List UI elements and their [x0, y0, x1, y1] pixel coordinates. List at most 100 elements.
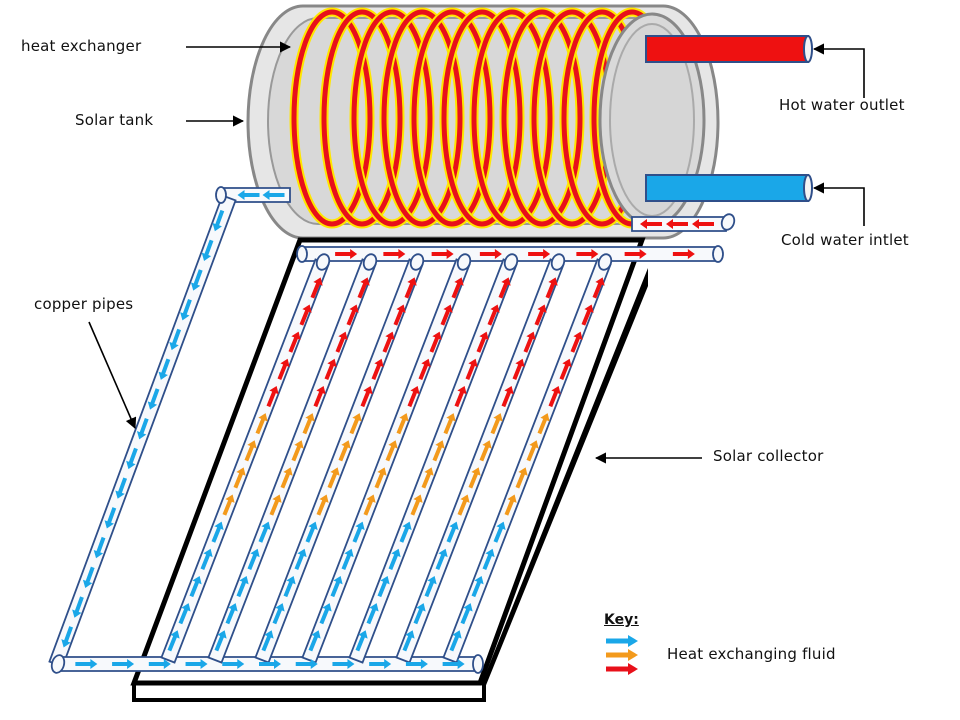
flow-arrow: [82, 566, 95, 589]
flow-arrow: [476, 331, 489, 353]
flow-arrow: [237, 190, 260, 200]
flow-arrow: [360, 385, 373, 408]
flow-arrow: [332, 659, 355, 669]
flow-arrow: [352, 521, 365, 543]
flow-arrow: [501, 385, 514, 408]
flow-arrow: [418, 358, 431, 380]
flow-arrow: [180, 299, 192, 321]
flow-arrow: [515, 467, 528, 489]
coil-loop: [291, 9, 373, 227]
riser-pipe-top-end: [550, 253, 566, 271]
flow-arrow: [349, 413, 362, 435]
flow-arrow: [212, 209, 225, 232]
flow-arrow: [382, 331, 395, 353]
return-pipe-top-end: [215, 186, 227, 204]
flow-arrow: [272, 603, 285, 625]
flow-arrow: [185, 659, 208, 669]
flow-arrow: [666, 219, 688, 229]
flow-arrow: [388, 548, 401, 570]
flow-arrow: [302, 413, 315, 435]
top-manifold-left-end: [296, 245, 308, 263]
flow-arrow: [545, 277, 558, 299]
flow-arrow: [211, 521, 224, 543]
flow-arrow: [136, 417, 149, 440]
flow-arrow: [259, 659, 281, 669]
flow-arrow: [61, 626, 74, 648]
flow-arrow: [201, 239, 214, 261]
flow-arrow: [330, 575, 343, 598]
flow-arrow: [559, 358, 572, 380]
flow-arrow: [457, 494, 470, 516]
flow-arrow: [214, 630, 227, 652]
flow-arrow: [255, 413, 268, 435]
flow-arrow: [692, 219, 714, 229]
flow-arrow: [424, 575, 437, 598]
solar-tank-label: Solar tank: [75, 111, 154, 129]
flow-arrow: [308, 630, 321, 652]
flow-arrow: [233, 467, 246, 489]
flow-arrow: [291, 440, 304, 462]
flow-arrow: [443, 413, 456, 435]
flow-arrow: [468, 467, 481, 489]
tank-end-cap-inner: [609, 23, 695, 217]
key-arrows: [606, 635, 638, 675]
flow-arrow: [432, 440, 445, 462]
riser-pipe-top-end: [456, 253, 472, 271]
flow-arrow: [147, 388, 160, 410]
cold-water-inlet-pointer: [812, 182, 865, 226]
flow-arrow: [355, 630, 368, 652]
flow-arrow: [258, 521, 271, 543]
flow-arrow: [200, 548, 213, 570]
flow-arrow: [313, 385, 326, 408]
flow-arrow: [222, 659, 245, 669]
flow-arrow: [435, 548, 448, 570]
collector-side-edge: [480, 268, 648, 700]
flow-arrow: [288, 331, 301, 353]
flow-arrow: [335, 249, 358, 259]
flow-arrow: [327, 467, 340, 489]
flow-arrow: [404, 277, 417, 299]
flow-arrow: [324, 358, 337, 380]
return-pipe-bottom-end: [50, 654, 66, 674]
flow-arrow: [295, 659, 318, 669]
hot-water-outlet-pipe: [645, 35, 809, 63]
flow-arrow: [548, 385, 561, 408]
flow-arrow: [277, 358, 290, 380]
key-description: Heat exchanging fluid: [667, 645, 836, 663]
key-arrow: [606, 663, 638, 675]
flow-arrow: [512, 358, 525, 380]
coil-loop: [351, 9, 433, 227]
riser-pipe-top-end: [362, 253, 378, 271]
flow-arrow: [178, 603, 191, 625]
flow-arrow: [266, 385, 279, 408]
flow-arrow: [526, 440, 539, 462]
key-arrow: [606, 635, 638, 647]
flow-arrow: [262, 190, 285, 200]
flow-arrow: [592, 277, 605, 299]
solar-collector-label: Solar collector: [713, 447, 824, 465]
flow-arrow: [310, 277, 323, 299]
flow-arrow: [316, 494, 329, 516]
fluid-flow-arrows: [61, 190, 714, 669]
coil-loop: [501, 9, 583, 227]
flow-arrow: [490, 413, 503, 435]
flow-arrow: [366, 603, 379, 625]
flow-arrow: [421, 467, 434, 489]
flow-arrow: [537, 413, 550, 435]
flow-arrow: [280, 467, 293, 489]
flow-arrow: [363, 494, 376, 516]
hot-water-outlet-pointer: [812, 43, 865, 98]
flow-arrow: [112, 659, 135, 669]
flow-arrow: [493, 521, 506, 543]
flow-arrow: [487, 304, 500, 326]
flow-arrow: [396, 413, 409, 435]
flow-arrow: [341, 548, 354, 570]
label-pointers: [88, 41, 865, 464]
flow-arrow: [357, 277, 370, 299]
coil-loop: [411, 9, 493, 227]
flow-arrow: [167, 630, 180, 652]
flow-arrow: [299, 304, 312, 326]
flow-arrow: [385, 440, 398, 462]
flow-arrow: [377, 575, 390, 598]
